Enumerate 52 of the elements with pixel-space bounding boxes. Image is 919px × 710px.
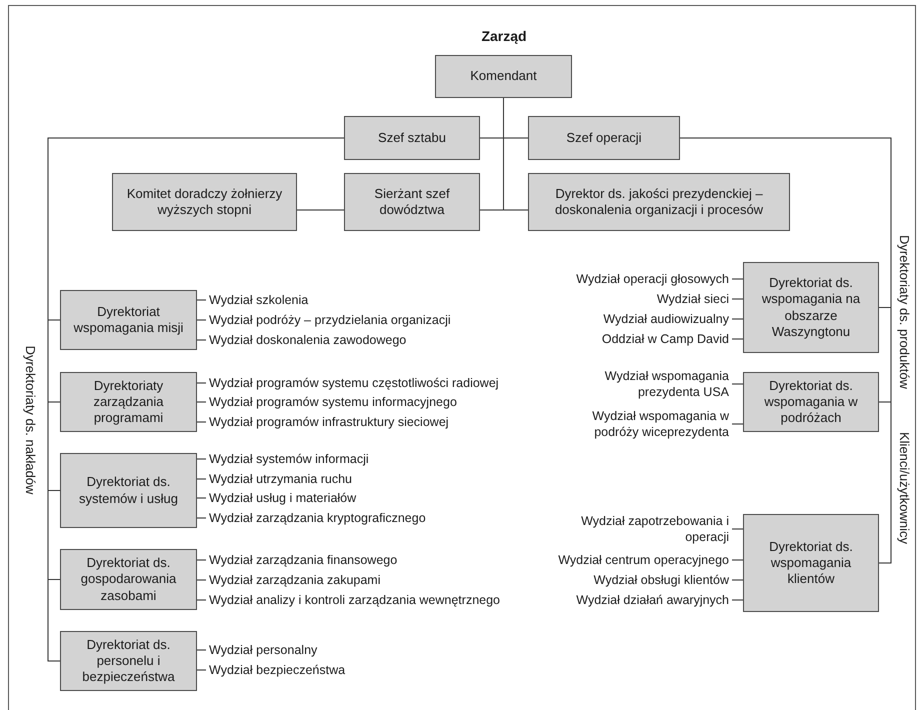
connector-line [196, 382, 206, 384]
group-label: Dyrektoriaty ds. nakładów [22, 346, 39, 494]
department-label: Wydział zarządzania zakupami [209, 572, 380, 588]
department-label: Wydział bezpieczeństwa [209, 662, 346, 678]
org-box: Szef operacji [528, 116, 680, 160]
department-label: Wydział podróży – przydzielania organizacji [209, 312, 451, 328]
connector-line [732, 338, 744, 340]
org-box: Dyrektoriat ds. wspomagania w podróżach [743, 372, 879, 432]
org-box: Dyrektoriat wspomagania misji [60, 290, 197, 350]
org-box: Komitet doradczy żołnierzy wyższych stopni [112, 173, 297, 231]
org-box: Dyrektoriat ds. personelu i bezpieczeństwa [60, 631, 197, 691]
department-label: Wydział analizy i kontroli zarządzania wewnętrznego [209, 592, 500, 608]
connector-line [732, 278, 744, 280]
org-box: Dyrektoriat ds. gospodarowania zasobami [60, 549, 197, 610]
org-box: Szef sztabu [344, 116, 480, 160]
connector-line [503, 98, 528, 210]
group-label: Dyrektoriaty ds. produktów [896, 235, 913, 389]
department-label: Wydział operacji głosowych [576, 270, 729, 288]
department-label: Wydział działań awaryjnych [576, 592, 729, 608]
group-label: Klienci/użytkownicy [896, 432, 913, 544]
connector-line [196, 458, 206, 460]
department-label: Wydział obsługi klientów [594, 572, 729, 588]
department-label: Wydział szkolenia [209, 292, 308, 308]
org-box: Dyrektor ds. jakości prezydenckiej – doskonalenia organizacji i procesów [528, 173, 790, 231]
connector-line [732, 318, 744, 320]
department-label: Wydział usług i materiałów [209, 490, 356, 506]
department-label: Wydział zapotrzebowania i operacji [579, 512, 729, 546]
org-box: Dyrektoriaty zarządzania programami [60, 372, 197, 432]
department-label: Wydział sieci [656, 290, 729, 308]
department-label: Oddział w Camp David [602, 330, 729, 348]
department-label: Wydział audiowizualny [603, 310, 729, 328]
org-box: Komendant [435, 55, 572, 98]
org-box: Sierżant szef dowództwa [344, 173, 480, 231]
department-label: Wydział personalny [209, 642, 318, 658]
department-label: Wydział centrum operacyjnego [558, 552, 729, 568]
department-label: Wydział wspomagania w podróży wiceprezydenta [559, 408, 729, 440]
department-label: Wydział programów systemu częstotliwości radiowej [209, 374, 499, 392]
department-label: Wydział utrzymania ruchu [209, 470, 352, 488]
department-label: Wydział doskonalenia zawodowego [209, 332, 406, 348]
org-box: Dyrektoriat ds. wspomagania klientów [743, 514, 879, 612]
connector-line [732, 528, 744, 530]
connector-line [196, 478, 206, 480]
department-label: Wydział systemów informacji [209, 450, 369, 468]
department-label: Wydział zarządzania finansowego [209, 552, 398, 568]
department-label: Wydział zarządzania kryptograficznego [209, 510, 426, 526]
connector-line [732, 298, 744, 300]
org-box: Dyrektoriat ds. systemów i usług [60, 453, 197, 528]
org-box: Dyrektoriat ds. wspomagania na obszarze Waszyngtonu [743, 262, 879, 353]
diagram-title: Zarząd [481, 27, 527, 46]
department-label: Wydział programów infrastruktury sieciowej [209, 414, 449, 430]
department-label: Wydział programów systemu informacyjnego [209, 394, 457, 410]
department-label: Wydział wspomagania prezydenta USA [589, 368, 729, 400]
